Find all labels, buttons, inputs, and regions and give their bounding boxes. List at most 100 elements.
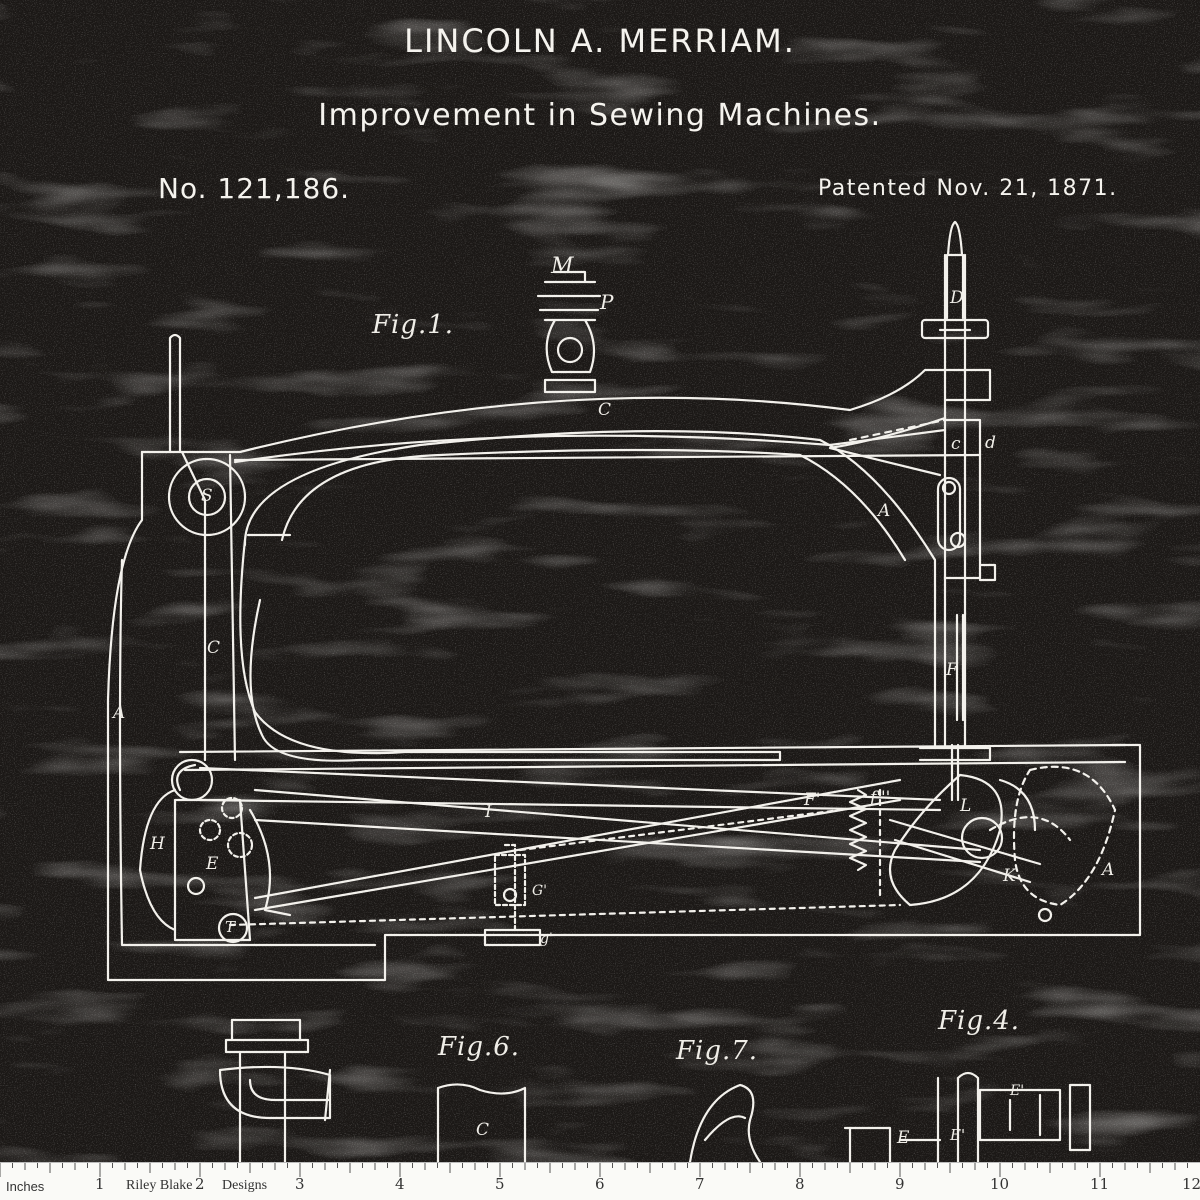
crank-pin-e <box>219 914 247 942</box>
needle-slot <box>945 420 995 580</box>
figure-label-4: Fig.4. <box>938 1006 1021 1036</box>
spool-pin <box>170 335 180 452</box>
ruler-number: 1 <box>95 1175 105 1193</box>
arm-dashes <box>850 420 945 440</box>
needle-bar <box>940 255 970 800</box>
part-label-A-right: A <box>1102 860 1115 880</box>
thumb-nut <box>922 320 988 338</box>
part-label-f-primes: f''' <box>870 788 891 808</box>
ruler-number: 8 <box>795 1175 805 1193</box>
bolt-k <box>1039 909 1051 921</box>
figure-label-7: Fig.7. <box>676 1036 759 1066</box>
fig5-handwheel <box>220 1020 330 1162</box>
part-label-K: K <box>1003 866 1016 886</box>
machine-frame-outer <box>108 452 1140 980</box>
clamp-G-pin <box>504 889 516 901</box>
part-label-M: M <box>551 254 574 279</box>
presser-rod <box>957 615 963 720</box>
shaft-wheel-inner <box>189 479 225 515</box>
crank-pin-a <box>200 820 220 840</box>
tension-disc <box>558 338 582 362</box>
needle-bar-top <box>947 222 963 318</box>
part-label-I: I <box>485 802 492 822</box>
part-label-C-left: C <box>207 638 221 658</box>
part-label-D: D <box>950 288 964 308</box>
part-label-A-left: A <box>113 703 126 723</box>
link-pin-bottom <box>951 533 965 547</box>
ruler-number: 4 <box>395 1175 405 1193</box>
part-label-L: L <box>960 796 972 816</box>
shaft-wheel-outer <box>169 459 245 535</box>
arm-loop-inner <box>282 450 905 560</box>
cam-arm-K <box>890 820 1040 882</box>
cam-nub <box>1000 780 1035 830</box>
pillar <box>182 452 980 760</box>
part-label-E-fig4c: E' <box>950 1126 966 1144</box>
patent-title: Improvement in Sewing Machines. <box>318 98 882 133</box>
part-label-H: H <box>150 834 165 854</box>
patent-number: No. 121,186. <box>158 172 351 205</box>
crank-pin-d <box>188 878 204 894</box>
ruler-brand-right: Designs <box>222 1178 268 1193</box>
shuttle-race <box>250 810 290 915</box>
part-label-P: P <box>600 290 614 314</box>
ruler-number: 2 <box>195 1175 205 1193</box>
spring <box>850 790 866 870</box>
part-label-g-prime: g' <box>540 931 553 947</box>
needle-link <box>938 478 960 550</box>
part-label-G-prime: G' <box>532 883 548 899</box>
part-label-T: T <box>225 918 236 936</box>
clamp-G <box>495 845 525 930</box>
part-label-c-small: c <box>951 434 961 454</box>
cam-hub <box>962 818 1002 858</box>
ruler-number: 12 <box>1182 1175 1200 1193</box>
inventor-name: LINCOLN A. MERRIAM. <box>404 22 796 60</box>
part-label-C-fig6: C <box>476 1120 490 1140</box>
figure-label-6: Fig.6. <box>438 1032 521 1062</box>
fig4-part <box>845 1073 1090 1162</box>
ruler-number: 10 <box>990 1175 1010 1193</box>
upper-arm-lower <box>235 430 945 462</box>
fig7-part <box>690 1085 760 1162</box>
machine-frame-inner <box>120 560 375 945</box>
crank-pin-c <box>228 833 252 857</box>
ruler-number: 6 <box>595 1175 605 1193</box>
ruler-number: 11 <box>1090 1175 1110 1193</box>
arm-brace <box>830 418 945 475</box>
crank-H <box>140 790 250 940</box>
upper-arm-top <box>142 370 990 452</box>
ruler-ticks <box>0 1163 1188 1177</box>
arm-throat <box>240 540 780 761</box>
fig6-part <box>438 1084 525 1162</box>
cam-L <box>890 775 1002 905</box>
part-label-E-fig4a: E' <box>1010 1083 1025 1099</box>
tension-device <box>538 272 600 392</box>
ruler-number: 5 <box>495 1175 505 1193</box>
feed-bar-crossing <box>255 780 980 910</box>
ruler-number: 3 <box>295 1175 305 1193</box>
arm-loop <box>245 431 935 748</box>
feed-bar-I <box>177 765 940 810</box>
part-label-E: E <box>206 854 219 874</box>
ruler-number: 7 <box>695 1175 705 1193</box>
part-label-d: d <box>985 433 996 453</box>
part-label-S: S <box>201 486 213 506</box>
part-label-C-top: C <box>598 400 612 420</box>
bed-top <box>180 745 1125 770</box>
crank-pin-b <box>222 798 242 818</box>
clamp-g <box>485 930 540 945</box>
feed-dashes <box>230 790 900 925</box>
ruler-unit-label: Inches <box>6 1179 45 1194</box>
figure-label-1: Fig.1. <box>372 310 455 340</box>
ruler-brand-left: Riley Blake <box>126 1178 193 1193</box>
patent-date: Patented Nov. 21, 1871. <box>818 176 1118 201</box>
ruler-number: 9 <box>895 1175 905 1193</box>
part-label-A-arm: A <box>878 501 891 521</box>
link-pin-top <box>943 482 955 494</box>
part-label-F: F <box>946 660 958 680</box>
part-label-E-fig4b: E <box>897 1128 910 1148</box>
